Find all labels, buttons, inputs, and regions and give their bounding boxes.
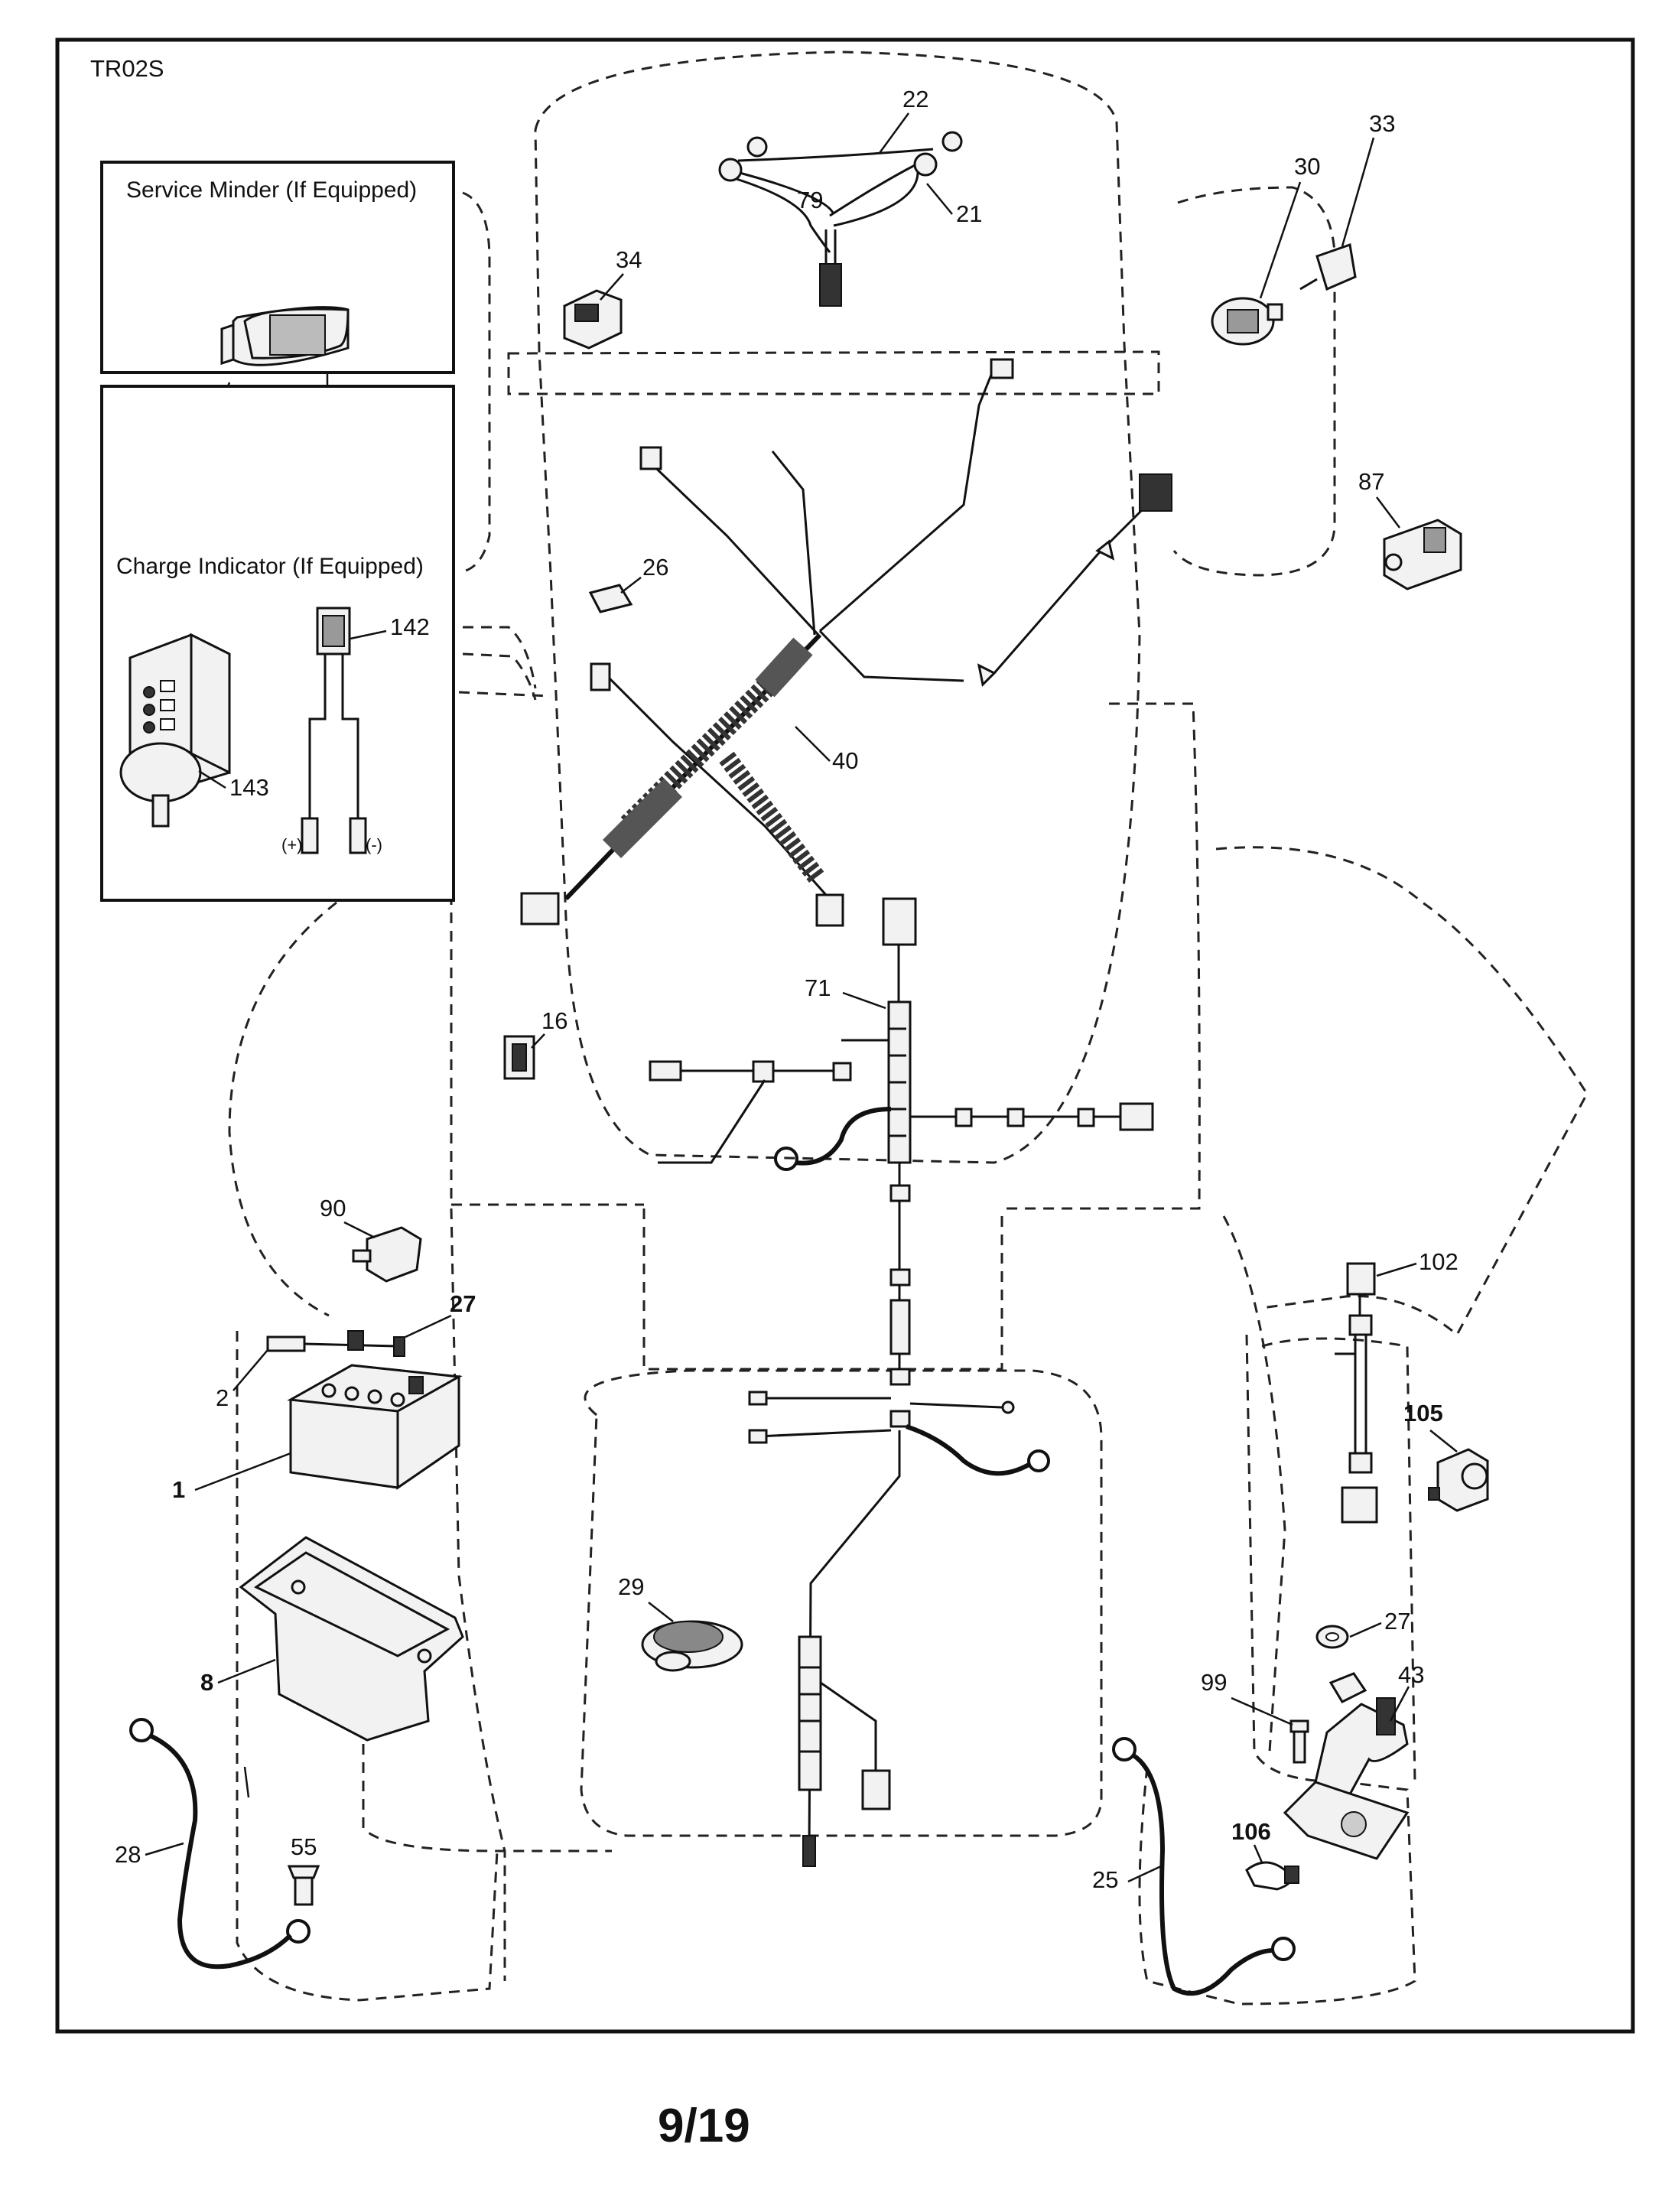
- part-label-34: 34: [616, 246, 642, 273]
- service-minder-part: [220, 306, 350, 366]
- battery-part: [287, 1364, 463, 1490]
- cable-clip-part: [1245, 1861, 1299, 1891]
- charge-indicator-title: Charge Indicator (If Equipped): [116, 554, 424, 579]
- part-label-30: 30: [1294, 153, 1320, 180]
- part-label-22: 22: [902, 86, 928, 112]
- terminal-negative: (-): [366, 835, 382, 854]
- part-label-142: 142: [390, 613, 430, 640]
- part-label-55: 55: [291, 1833, 317, 1860]
- part-label-105: 105: [1403, 1400, 1443, 1426]
- grommet-part: [641, 1620, 743, 1672]
- service-minder-title: Service Minder (If Equipped): [126, 177, 417, 203]
- part-label-27b: 27: [1384, 1608, 1410, 1635]
- charge-harness-part: [301, 607, 367, 854]
- part-label-25: 25: [1092, 1866, 1118, 1893]
- terminal-positive: (+): [281, 835, 303, 854]
- part-label-87: 87: [1358, 468, 1384, 495]
- starter-motor-part: [1283, 1672, 1410, 1860]
- part-label-102: 102: [1419, 1248, 1458, 1275]
- ignition-switch-part: [1211, 297, 1283, 346]
- page-number: 9/19: [658, 2100, 750, 2152]
- starter-harness: [1335, 1262, 1378, 1524]
- part-label-21: 21: [956, 200, 982, 227]
- battery-bolt-part: [266, 1330, 405, 1357]
- part-label-27a: 27: [450, 1290, 476, 1317]
- relay-part: [1383, 519, 1462, 590]
- part-label-16: 16: [541, 1007, 567, 1034]
- ignition-key-part: [1299, 242, 1357, 291]
- part-label-33: 33: [1369, 110, 1395, 137]
- part-label-29: 29: [618, 1573, 644, 1600]
- starter-bolt-part: [1289, 1719, 1309, 1764]
- part-label-79: 79: [797, 187, 823, 213]
- battery-cable-positive: [1112, 1737, 1296, 1996]
- part-label-43: 43: [1398, 1661, 1424, 1688]
- ground-bolt-part: [287, 1865, 320, 1906]
- part-label-2: 2: [216, 1384, 229, 1411]
- part-label-90: 90: [320, 1195, 346, 1221]
- headlight-harness: [718, 131, 963, 307]
- diagram-code: TR02S: [90, 55, 164, 82]
- part-label-26: 26: [642, 554, 668, 581]
- tractor-outline: [228, 50, 1589, 2005]
- part-label-143: 143: [229, 774, 269, 801]
- starter-solenoid-part: [1428, 1448, 1489, 1512]
- charge-indicator-box: Charge Indicator (If Equipped) 143 142 (…: [100, 385, 455, 902]
- main-wire-harness: [520, 358, 1172, 927]
- seat-switch-part: [352, 1226, 422, 1283]
- part-label-106: 106: [1231, 1818, 1271, 1845]
- part-label-40: 40: [832, 747, 858, 774]
- battery-cable-negative: [129, 1718, 311, 1970]
- part-label-8: 8: [200, 1669, 213, 1696]
- diagram-frame: [55, 37, 1635, 2034]
- diode-connector-part: [503, 1035, 535, 1080]
- battery-tray-part: [239, 1536, 464, 1742]
- part-label-1: 1: [172, 1476, 185, 1503]
- service-minder-box: Service Minder (If Equipped) 46: [100, 161, 455, 443]
- starter-nut-part: [1315, 1625, 1349, 1649]
- part-label-28: 28: [115, 1841, 141, 1868]
- part-label-71: 71: [805, 974, 831, 1001]
- dash-wire-harness: [649, 897, 1154, 1867]
- charge-gauge-part: [119, 633, 231, 828]
- pto-switch-part: [563, 289, 623, 350]
- part-label-99: 99: [1201, 1669, 1227, 1696]
